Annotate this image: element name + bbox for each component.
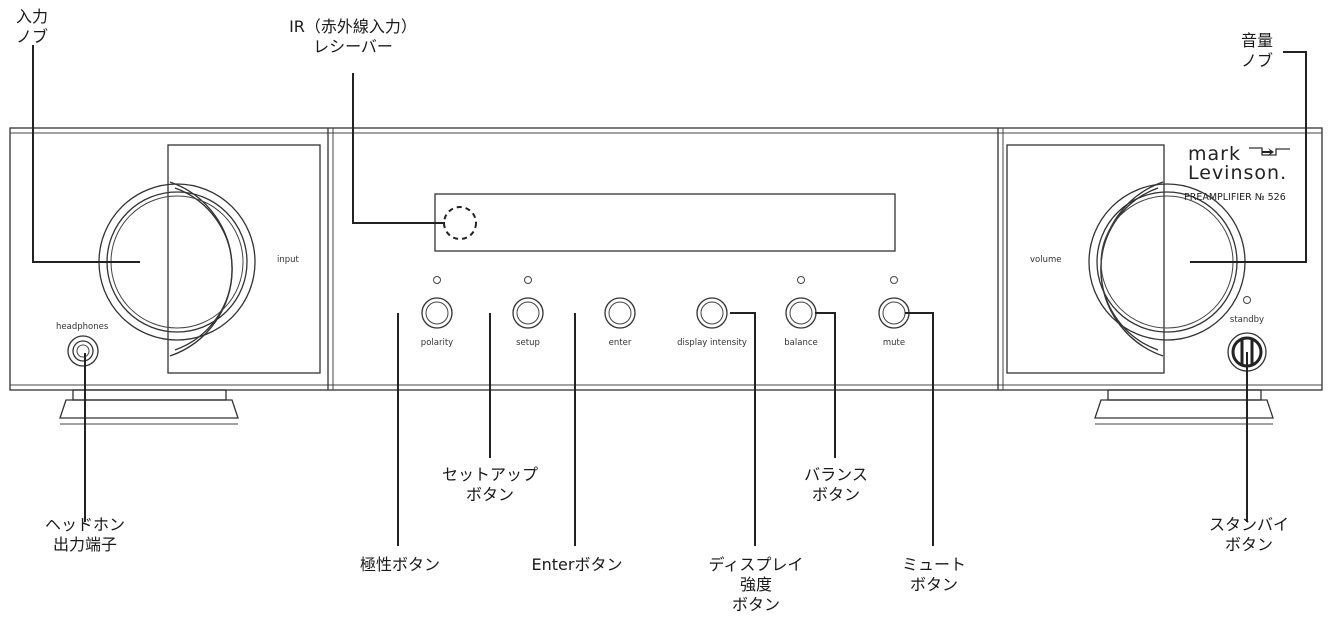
button-setup[interactable] [512,276,544,329]
brand-line2: Levinson. [1188,162,1287,184]
brand-line1: mark [1188,143,1241,165]
button-display-intensity[interactable] [696,297,728,329]
svg-text:ボタン: ボタン [732,595,780,614]
svg-text:ノブ: ノブ [16,27,48,46]
svg-text:ボタン: ボタン [466,485,514,504]
headphones-label: headphones [56,322,109,332]
left-foot [59,389,239,425]
callout-setup-button: セットアップ ボタン [442,465,538,504]
button-polarity[interactable] [421,276,453,329]
callout-display-intensity-button: ディスプレイ 強度 ボタン [709,555,804,614]
leader-lines [32,45,1307,546]
callout-headphone-jack: ヘッドホン 出力端子 [45,515,125,554]
svg-text:ボタン: ボタン [1225,535,1273,554]
display-panel [434,193,896,252]
callout-polarity-button: 極性ボタン [360,555,440,574]
svg-text:入力: 入力 [16,7,48,26]
ir-receiver [443,206,477,240]
svg-text:セットアップ: セットアップ [442,465,538,484]
svg-text:ディスプレイ: ディスプレイ [709,555,804,574]
button-balance[interactable] [785,276,817,329]
svg-text:ヘッドホン: ヘッドホン [45,515,125,534]
standby-led [1243,296,1251,304]
brand-logo: mark Levinson. PREAMPLIFIER № 526 [1184,143,1290,203]
svg-text:レシーバー: レシーバー [313,37,393,56]
chassis [9,127,1323,391]
callout-enter-button: Enterボタン [532,555,623,574]
svg-text:Enterボタン: Enterボタン [532,555,623,574]
svg-text:強度: 強度 [740,575,772,594]
input-section [167,144,321,374]
input-label: input [277,255,300,265]
callout-ir-receiver: IR（赤外線入力） レシーバー [289,17,417,56]
button-label-polarity: polarity [421,338,453,348]
model-name: PREAMPLIFIER № 526 [1184,192,1286,203]
right-foot [1094,389,1274,425]
standby-label: standby [1230,315,1264,325]
button-label-balance: balance [784,338,817,348]
svg-text:出力端子: 出力端子 [53,535,117,554]
svg-text:ボタン: ボタン [910,575,958,594]
button-mute[interactable] [878,276,910,329]
brand-arrow-icon [1249,147,1290,156]
callout-standby-button: スタンバイ ボタン [1209,515,1289,554]
callout-balance-button: バランス ボタン [804,465,868,504]
svg-text:ノブ: ノブ [1241,51,1273,70]
button-label-enter: enter [609,338,632,348]
svg-text:IR（赤外線入力）: IR（赤外線入力） [289,17,417,36]
svg-text:音量: 音量 [1241,31,1273,50]
svg-text:ボタン: ボタン [812,485,860,504]
svg-text:バランス: バランス [804,465,868,484]
button-label-setup: setup [516,338,540,348]
button-enter[interactable] [604,297,636,329]
svg-text:極性ボタン: 極性ボタン [360,555,440,574]
svg-text:ミュート: ミュート [902,555,966,574]
svg-text:スタンバイ: スタンバイ [1209,515,1289,534]
volume-label: volume [1030,255,1062,265]
button-label-mute: mute [883,338,905,348]
headphone-jack[interactable] [67,335,99,367]
callout-input-knob: 入力 ノブ [16,7,48,46]
button-label-display-intensity: display intensity [677,338,747,348]
callout-volume-knob: 音量 ノブ [1241,31,1273,70]
callout-mute-button: ミュート ボタン [902,555,966,594]
